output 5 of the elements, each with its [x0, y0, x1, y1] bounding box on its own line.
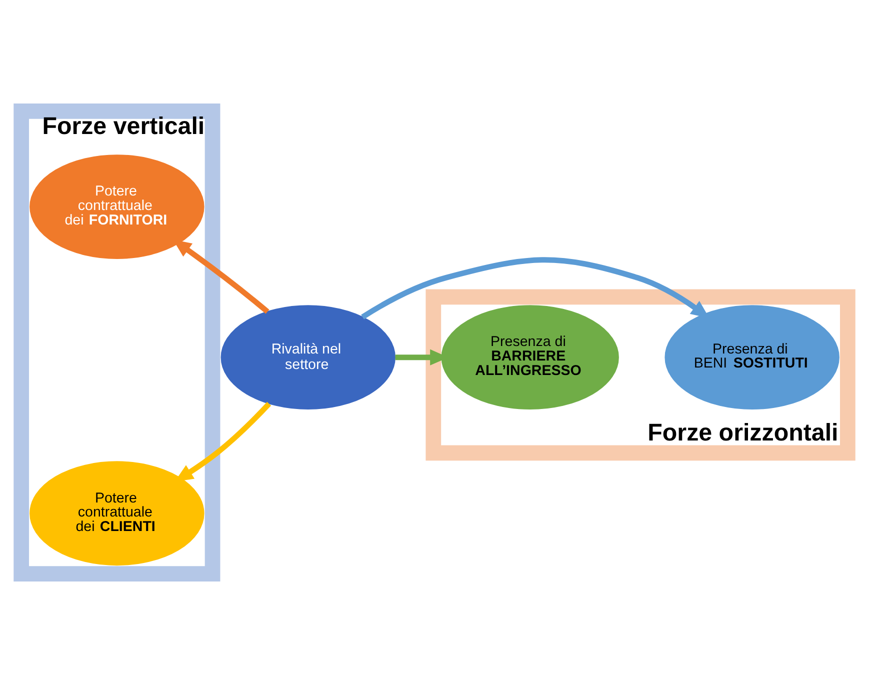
- node-ellipse: Presenza di BARRIERE ALL’INGRESSO: [441, 304, 619, 410]
- arrow: [361, 256, 710, 319]
- node-ellipse: Potere contrattuale dei CLIENTI: [30, 460, 204, 566]
- node-ellipse: Presenza di BENI SOSTITUTI: [664, 304, 840, 410]
- node-ellipse: Rivalità nel settore: [220, 304, 396, 410]
